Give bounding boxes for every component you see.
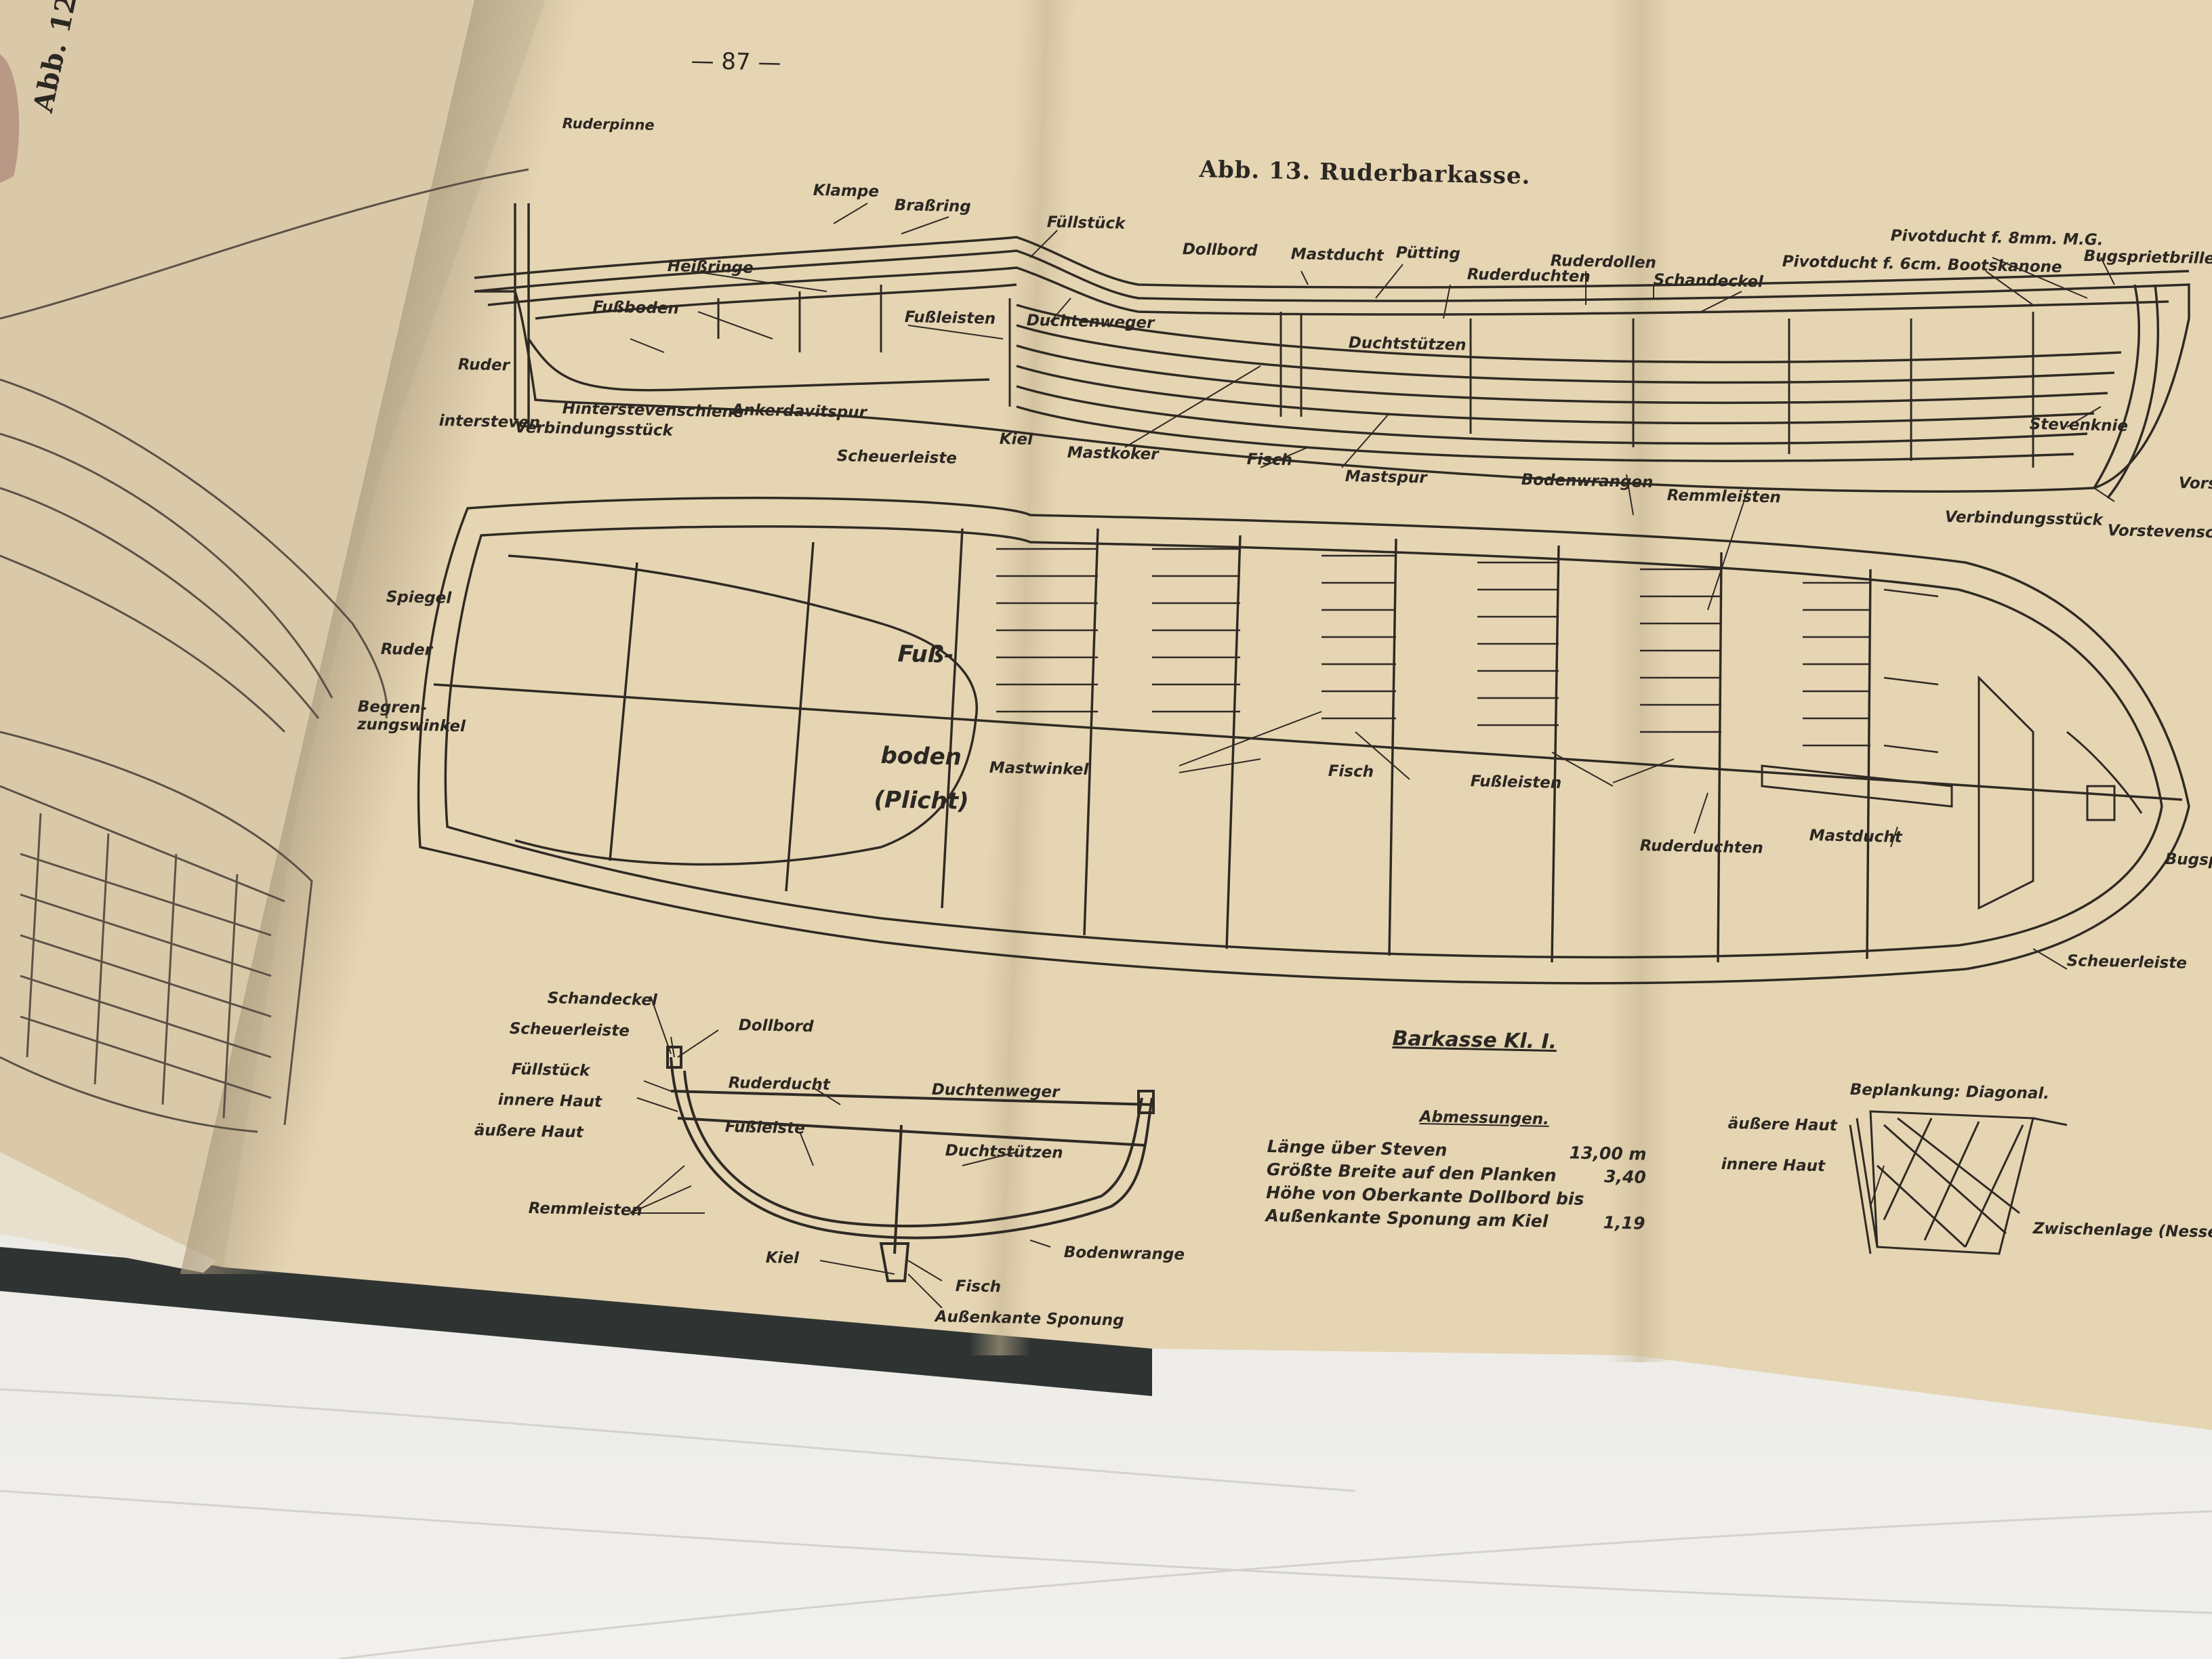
label-mastspur: Mastspur (1345, 468, 1427, 487)
label-aeussere-haut-planking: äußere Haut (1727, 1115, 1838, 1135)
label-fussboden: Fußboden (592, 298, 680, 318)
label-spiegel: Spiegel (386, 588, 452, 608)
label-duchtenweger-section: Duchtenweger (931, 1081, 1060, 1101)
label-ruderdollen: Ruderdollen (1550, 252, 1657, 272)
label-ankerdavitspur: Ankerdavitspur (731, 401, 867, 422)
label-fisch-side: Fisch (1246, 451, 1293, 470)
label-fussboden-2: boden (880, 742, 962, 771)
label-mastducht-plan: Mastducht (1809, 827, 1902, 846)
label-begrenzungswinkel: Begren- zungswinkel (356, 698, 466, 736)
label-ruderpinne: Ruderpinne (562, 115, 655, 134)
dimension-value: 1,19 (1603, 1212, 1645, 1233)
label-fuellstueck-section: Füllstück (511, 1061, 590, 1080)
label-remmleisten-section: Remmleisten (528, 1200, 643, 1220)
gutter-shadow (180, 0, 583, 1274)
label-dollbord-section: Dollbord (738, 1017, 814, 1036)
left-page-diagram (0, 168, 529, 1133)
label-schandeckel-section: Schandeckel (547, 989, 658, 1010)
label-duchtstuetzen-side: Duchtstützen (1348, 334, 1467, 354)
label-fussboden-1: Fuß- (897, 640, 954, 669)
label-heissringe: Heißringe (667, 258, 754, 277)
label-bodenwrange-section: Bodenwrange (1063, 1244, 1185, 1264)
label-fisch-section: Fisch (955, 1277, 1002, 1296)
cross-section-hull (666, 1046, 1155, 1282)
page-number: — 87 — (691, 47, 781, 77)
plan-view-bow-details (1761, 675, 2143, 910)
page-fold-1 (969, 0, 1078, 1355)
label-bodenwrangen: Bodenwrangen (1521, 471, 1654, 492)
label-ruder-side: Ruder (457, 356, 510, 375)
plan-view-thwarts (996, 548, 1939, 754)
label-fussleisten-plan: Fußleisten (1470, 773, 1562, 792)
dimension-label: Länge über Steven (1267, 1136, 1448, 1160)
table-wood-grain (0, 1388, 2212, 1659)
label-klampe: Klampe (813, 182, 880, 201)
side-view-frames (717, 285, 2034, 468)
label-vorsteven: Vors (2178, 474, 2212, 493)
dimensions-heading: Abmessungen. (1419, 1108, 1550, 1128)
label-innere-haut-section: innere Haut (497, 1091, 602, 1111)
label-bugspriethrille: Bugsprietbrille (2083, 247, 2212, 268)
planking-detail (1849, 1110, 2068, 1255)
label-brassring: Braßring (894, 197, 971, 216)
subtitle: Barkasse Kl. I. (1392, 1027, 1557, 1054)
label-fussboden-3: (Plicht) (874, 786, 969, 815)
label-bugspriet: Bugspr (2165, 851, 2212, 869)
label-verbindungsstueck-bow: Verbindungsstück (1944, 508, 2104, 529)
label-fuellstueck: Füllstück (1046, 213, 1126, 233)
label-duchtstuetzen-section: Duchtstützen (945, 1142, 1063, 1162)
label-fisch-plan: Fisch (1328, 762, 1374, 781)
label-scheuerleiste-top: Scheuerleiste (836, 447, 958, 468)
label-remmleisten-side: Remmleisten (1666, 487, 1782, 507)
dimensions-table: Länge über Steven 13,00 m Größte Breite … (1265, 1135, 1647, 1235)
leader-lines (630, 203, 2115, 1309)
label-puetting: Pütting (1395, 244, 1461, 263)
label-kiel-side: Kiel (999, 430, 1033, 449)
label-mastducht-side: Mastducht (1290, 245, 1384, 265)
label-dollbord-side: Dollbord (1182, 241, 1258, 260)
label-innere-haut-planking: innere Haut (1721, 1155, 1826, 1176)
label-verbindungsstueck: Verbindungsstück (514, 419, 674, 440)
label-fussleiste-section: Fußleiste (724, 1118, 806, 1138)
label-vorstevenschiene: Vorstevenschie (2107, 522, 2212, 543)
side-view-profile (474, 203, 2190, 499)
label-schandeckel-side: Schandeckel (1653, 271, 1764, 291)
right-page (224, 0, 2212, 1430)
label-duchtenweger-side: Duchtenweger (1026, 312, 1155, 332)
label-ruderduchten-plan: Ruderduchten (1639, 837, 1764, 857)
label-mastkoker: Mastkoker (1067, 444, 1159, 464)
dimension-value: 3,40 (1603, 1166, 1647, 1187)
left-page-edge (0, 1152, 217, 1273)
book-cover (0, 1247, 1152, 1396)
label-scheuerleiste-bottom: Scheuerleiste (2066, 952, 2188, 972)
label-ruderducht-section: Ruderducht (728, 1074, 831, 1094)
label-mastwinkel: Mastwinkel (989, 759, 1089, 779)
label-ruder-plan: Ruder (380, 640, 433, 659)
page-fold-2 (1606, 0, 1674, 1362)
label-stevenknie: Stevenknie (2029, 415, 2129, 436)
label-scheuerleiste-section: Scheuerleiste (509, 1020, 630, 1040)
label-fussleisten-side: Fußleisten (904, 308, 996, 328)
label-kiel-section: Kiel (765, 1249, 800, 1268)
label-aeussere-haut-section: äußere Haut (474, 1122, 584, 1142)
dimension-value: 13,00 m (1569, 1143, 1647, 1164)
thumb (0, 54, 20, 183)
